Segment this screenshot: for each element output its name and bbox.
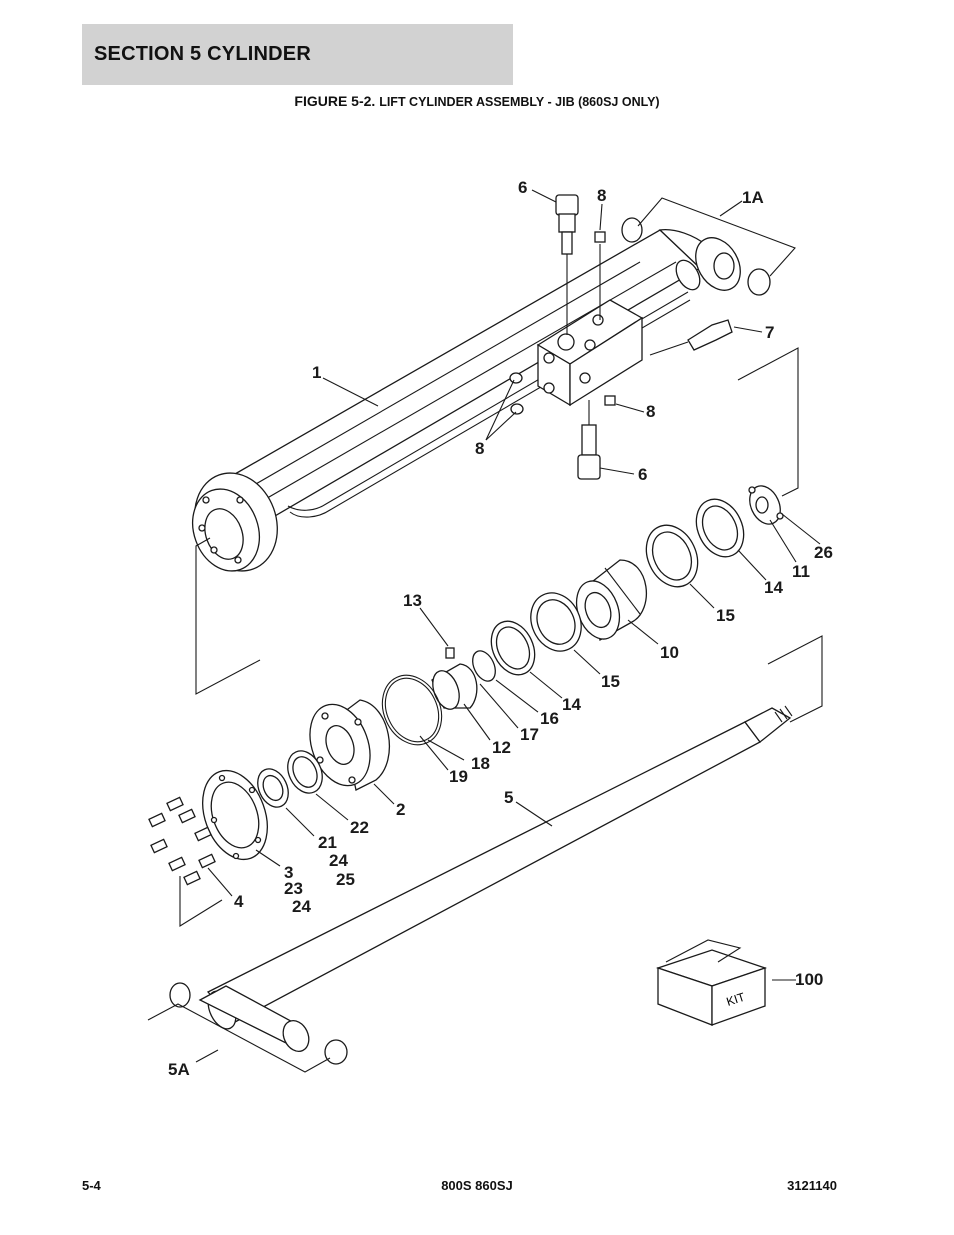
fitting-7 — [649, 319, 733, 356]
rod-eye-5a — [198, 985, 310, 1053]
plug-8-top — [594, 231, 606, 243]
kit-label: KIT — [725, 990, 748, 1009]
callout-18: 18 — [471, 754, 490, 773]
section-title: SECTION 5 CYLINDER — [94, 43, 311, 65]
callout-15-a: 15 — [716, 606, 735, 625]
piston-10 — [575, 559, 647, 641]
callout-2: 2 — [396, 800, 405, 819]
callout-100: 100 — [795, 970, 823, 989]
callout-22: 22 — [350, 818, 369, 837]
callout-21: 21 — [318, 833, 337, 852]
footer-doc-number: 3121140 — [787, 1178, 837, 1193]
callout-6-top: 6 — [518, 178, 527, 197]
callout-13: 13 — [403, 591, 422, 610]
callout-14-a: 14 — [764, 578, 783, 597]
flange-3 — [202, 769, 268, 861]
callout-5a: 5A — [168, 1060, 190, 1079]
fitting-6-bottom — [577, 400, 601, 480]
callout-17: 17 — [520, 725, 539, 744]
callout-6-bottom: 6 — [638, 465, 647, 484]
plug-8-lower — [604, 395, 616, 406]
callout-1: 1 — [312, 363, 321, 382]
oring-19 — [381, 674, 443, 746]
bolts-4 — [148, 796, 216, 886]
figure-title: LIFT CYLINDER ASSEMBLY - JIB (860SJ ONLY… — [379, 95, 660, 109]
valve-block — [536, 299, 644, 407]
callout-12: 12 — [492, 738, 511, 757]
callout-3: 3 — [284, 863, 293, 882]
pin-bushing-1a-right — [747, 268, 771, 296]
callout-25: 25 — [336, 870, 355, 889]
cylinder-barrel — [192, 229, 741, 572]
cylinder-head-2 — [309, 699, 391, 791]
setscrew-13 — [445, 647, 455, 659]
callout-11: 11 — [792, 562, 810, 581]
spacer-12 — [431, 663, 478, 710]
figure-number: FIGURE 5-2. — [294, 93, 376, 109]
oring-16 — [472, 650, 496, 682]
callout-4: 4 — [234, 892, 244, 911]
section-header-band: SECTION 5 CYLINDER — [82, 24, 513, 85]
callout-1a: 1A — [742, 188, 764, 207]
plug-8-left-a — [509, 372, 523, 384]
figure-caption: FIGURE 5-2. LIFT CYLINDER ASSEMBLY - JIB… — [0, 93, 954, 109]
callout-8-right: 8 — [646, 402, 655, 421]
callout-8-left: 8 — [475, 439, 484, 458]
callout-26: 26 — [814, 543, 833, 562]
callout-19: 19 — [449, 767, 468, 786]
callout-10: 10 — [660, 643, 679, 662]
callout-14-b: 14 — [562, 695, 581, 714]
gland-nut-26 — [748, 485, 784, 525]
pin-bushing-5a-right — [324, 1039, 348, 1065]
callout-7: 7 — [765, 323, 774, 342]
callout-5: 5 — [504, 788, 513, 807]
callout-16: 16 — [540, 709, 559, 728]
callout-24-b: 24 — [292, 897, 311, 916]
pin-bushing-5a-left — [169, 982, 191, 1008]
fitting-6-top — [555, 194, 579, 335]
kit-box-100: KIT — [655, 939, 768, 1026]
pin-bushing-1a-left — [621, 217, 643, 243]
callout-24-a: 24 — [329, 851, 348, 870]
plug-8-left-b — [510, 403, 524, 415]
leader-lines — [195, 189, 821, 1063]
callout-15-b: 15 — [601, 672, 620, 691]
footer-model: 800S 860SJ — [441, 1178, 513, 1193]
callout-8-top: 8 — [597, 186, 606, 205]
footer-page-number: 5-4 — [82, 1178, 101, 1193]
callout-23: 23 — [284, 879, 303, 898]
